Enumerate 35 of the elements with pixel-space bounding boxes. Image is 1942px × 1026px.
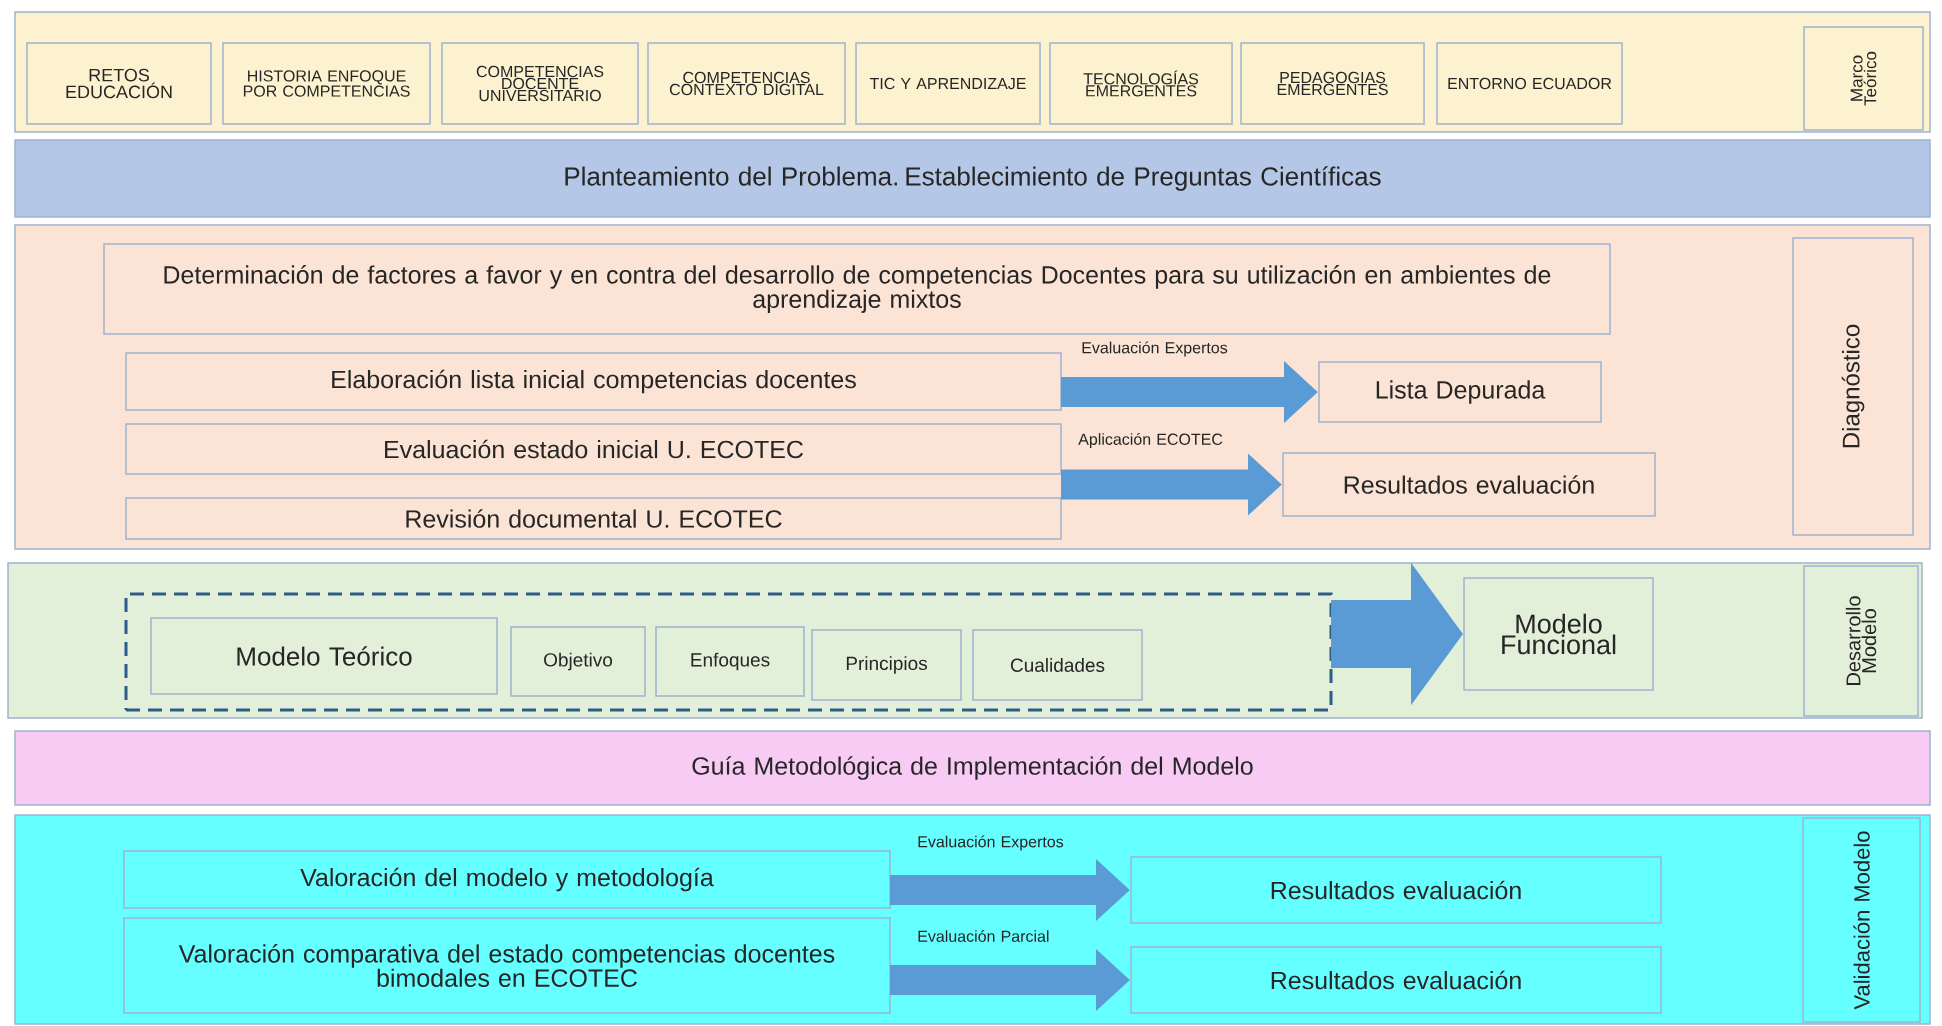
topic-box: ENTORNO ECUADOR — [1436, 42, 1623, 125]
topic-box: RETOS EDUCACIÓN — [26, 42, 212, 125]
stage-label-box: Validación Modelo — [1802, 817, 1921, 1023]
result-box: Modelo Funcional — [1463, 577, 1654, 691]
section-band: Planteamiento del Problema. Establecimiento de Preguntas Científicas — [14, 139, 1931, 218]
result-box: Resultados evaluación — [1130, 946, 1662, 1014]
dashed-group-box — [124, 592, 1333, 712]
process-box: Valoración comparativa del estado competencias docentes bimodales en ECOTEC — [123, 917, 891, 1014]
concept-box: Objetivo — [510, 626, 646, 697]
section-band: Guía Metodológica de Implementación del Modelo — [14, 730, 1931, 806]
edge-label: Aplicación ECOTEC — [1078, 432, 1223, 449]
process-box: Revisión documental U. ECOTEC — [125, 497, 1062, 540]
edge-label: Evaluación Parcial — [918, 930, 1049, 942]
result-box: Resultados evaluación — [1130, 856, 1662, 924]
edge-label: Evaluación Expertos — [1082, 341, 1228, 357]
concept-box: Enfoques — [655, 626, 805, 697]
concept-box: Cualidades — [972, 629, 1143, 701]
stage-label-box: Desarrollo Modelo — [1803, 565, 1919, 717]
topic-box: HISTORIA ENFOQUE POR COMPETENCIAS — [222, 42, 431, 125]
process-box: Determinación de factores a favor y en contra del desarrollo de competencias Docentes para su utilización en ambientes de aprendizaje mixtos — [103, 243, 1611, 335]
process-box: Evaluación estado inicial U. ECOTEC — [125, 423, 1062, 475]
result-box: Resultados evaluación — [1282, 452, 1656, 517]
topic-box: PEDAGOGIAS EMERGENTES — [1240, 42, 1425, 125]
edge-label: Evaluación Expertos — [918, 835, 1064, 851]
topic-box: COMPETENCIAS DOCENTE UNIVERSITARIO — [441, 42, 639, 125]
process-box: Elaboración lista inicial competencias docentes — [125, 352, 1062, 411]
result-box: Lista Depurada — [1318, 361, 1602, 423]
process-box: Modelo Teórico — [150, 617, 498, 695]
topic-box: TECNOLOGÍAS EMERGENTES — [1049, 42, 1233, 125]
concept-box: Principios — [811, 629, 962, 701]
process-box: Valoración del modelo y metodología — [123, 850, 891, 909]
stage-label-box: Marco Teórico — [1803, 26, 1924, 131]
topic-box: TIC Y APRENDIZAJE — [855, 42, 1041, 125]
topic-box: COMPETENCIAS CONTEXTO DIGITAL — [647, 42, 846, 125]
stage-label-box: Diagnóstico — [1792, 237, 1914, 536]
